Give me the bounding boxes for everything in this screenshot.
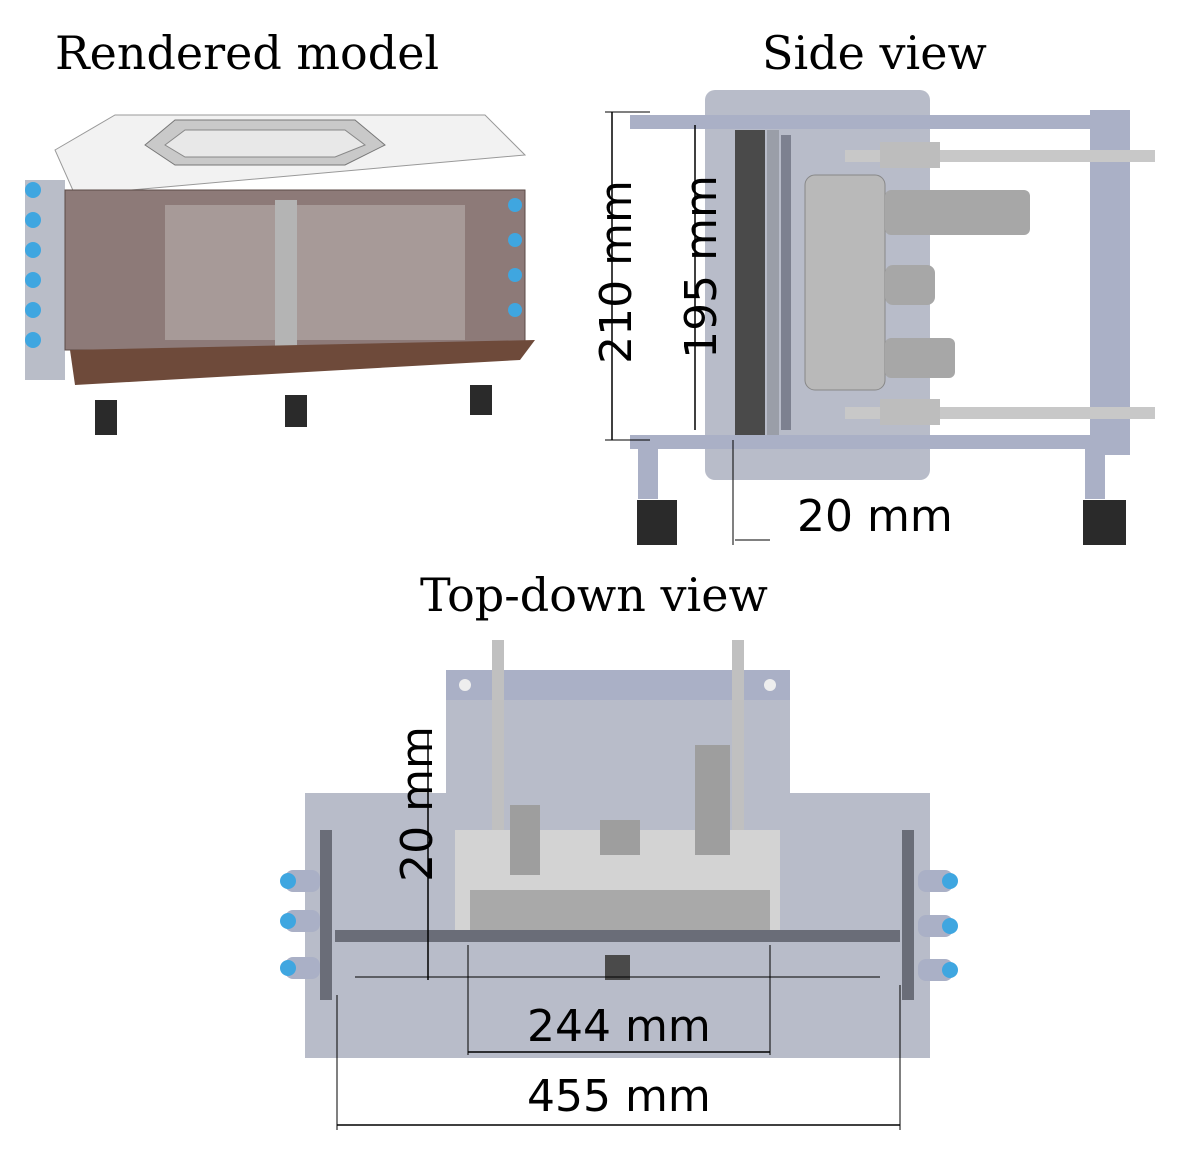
side-outer-height-label: 210 mm bbox=[590, 180, 642, 364]
top-down-view-drawing bbox=[280, 640, 958, 1130]
left-connectors bbox=[25, 180, 65, 380]
top-left-connectors bbox=[280, 870, 320, 979]
side-gap-label: 20 mm bbox=[797, 491, 953, 542]
right-connectors bbox=[508, 198, 522, 317]
top-right-connectors bbox=[918, 870, 958, 981]
side-view-drawing bbox=[605, 90, 1155, 545]
top-inner-width-label: 244 mm bbox=[527, 1001, 711, 1052]
top-outer-width-label: 455 mm bbox=[527, 1071, 711, 1122]
rendered-model-title: Rendered model bbox=[55, 26, 440, 80]
side-view-title: Side view bbox=[762, 26, 987, 80]
side-inner-height-label: 195 mm bbox=[675, 175, 727, 359]
top-down-view-title: Top-down view bbox=[420, 568, 768, 622]
top-gap-label: 20 mm bbox=[391, 726, 443, 882]
rendered-model-drawing bbox=[25, 114, 535, 435]
